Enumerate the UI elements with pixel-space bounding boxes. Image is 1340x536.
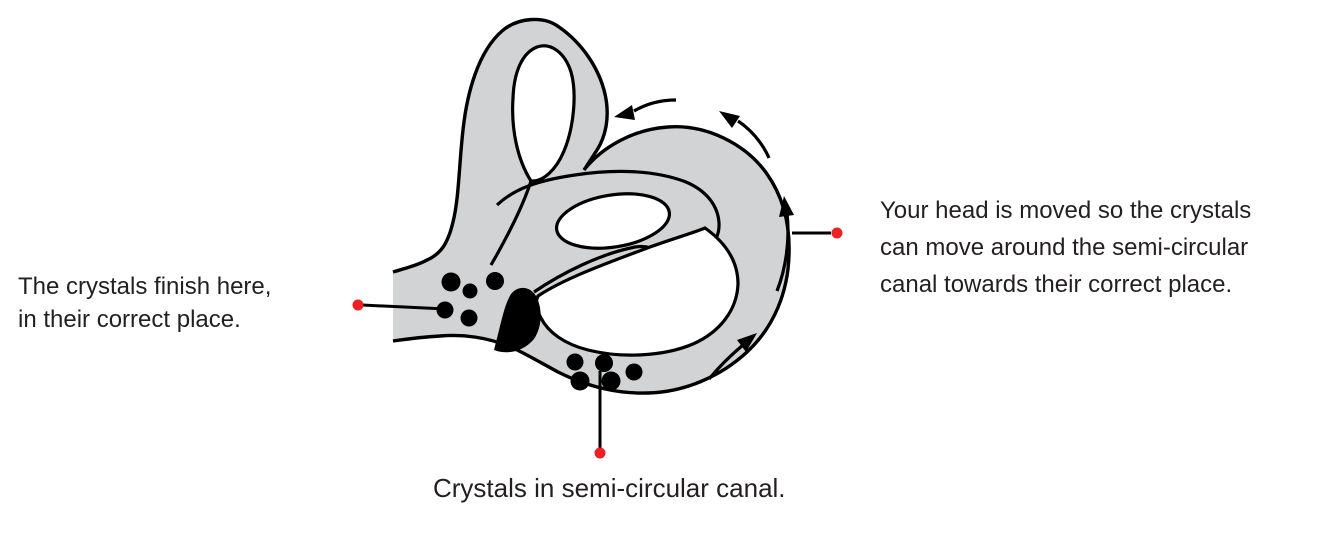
superior-canal-interior (511, 44, 576, 183)
rotation-arrow-right (775, 212, 790, 292)
crystal-dot (570, 371, 590, 391)
rotation-arrow-bottom-right (707, 343, 745, 381)
label-crystals-finish: The crystals finish here, in their corre… (18, 270, 271, 336)
label-line: Your head is moved so the crystals (880, 197, 1252, 224)
crystal-dot (601, 371, 621, 391)
rotation-arrow-top-left-head (614, 105, 635, 120)
crystal-dot (625, 363, 643, 381)
leader-dot-bottom (594, 447, 606, 459)
crystal-dot (595, 354, 613, 372)
rotation-arrow-top-right (737, 119, 771, 159)
label-line: can move around the semi-circular (880, 234, 1249, 261)
leader-line-left (361, 303, 447, 311)
label-line: in their correct place. (18, 306, 241, 333)
rotation-arrow-bottom-right-head (737, 333, 757, 352)
crystals-bottom-cluster (566, 353, 643, 391)
leader-dot-right (831, 227, 843, 239)
crystal-dot (441, 272, 461, 292)
leader-lines (352, 227, 843, 459)
label-line: The crystals finish here, (18, 273, 272, 300)
label-crystals-in-canal: Crystals in semi-circular canal. (433, 473, 786, 503)
label-head-moved: Your head is moved so the crystals can m… (880, 192, 1251, 303)
posterior-loop-interior (534, 226, 740, 357)
rotation-arrow-top-left (633, 98, 677, 113)
label-line: canal towards their correct place. (880, 271, 1233, 298)
cupula-shape (494, 287, 541, 353)
canal-body-outline (392, 17, 791, 395)
crystal-dot (566, 353, 584, 371)
crystal-dot (486, 272, 504, 290)
ampulla-divider-line (489, 180, 533, 266)
horizontal-canal-outline (495, 169, 721, 294)
rotation-arrow-right-head (779, 196, 794, 217)
horizontal-canal-interior (554, 192, 672, 250)
rotation-arrows (614, 98, 794, 381)
leader-dot-left (352, 299, 364, 311)
crystal-dot (460, 309, 478, 327)
crystal-dot (462, 283, 478, 299)
rotation-arrow-top-right-head (719, 111, 740, 128)
label-line: Crystals in semi-circular canal. (433, 473, 786, 503)
